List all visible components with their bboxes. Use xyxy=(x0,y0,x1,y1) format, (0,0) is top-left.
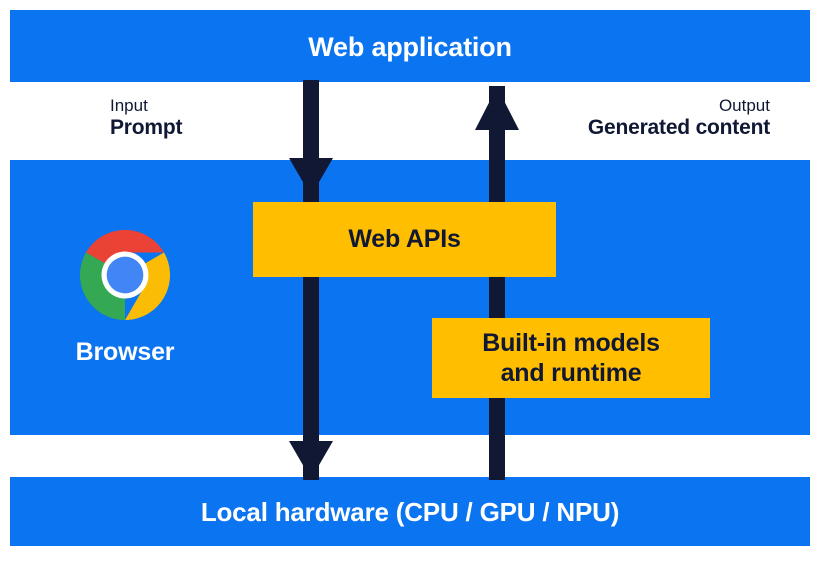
builtin-models-box[interactable]: Built-in models and runtime xyxy=(432,318,710,398)
input-value: Prompt xyxy=(110,116,183,140)
builtin-models-label: Built-in models and runtime xyxy=(482,328,660,389)
browser-group: Browser xyxy=(45,228,205,367)
output-flow-label: Output Generated content xyxy=(588,96,770,141)
web-apis-label: Web APIs xyxy=(348,225,461,254)
web-application-label: Web application xyxy=(308,32,512,62)
builtin-models-line1: Built-in models xyxy=(482,328,660,357)
builtin-models-line2: and runtime xyxy=(500,359,642,387)
output-value: Generated content xyxy=(587,116,770,140)
web-apis-box[interactable]: Web APIs xyxy=(253,202,556,277)
input-flow-label: Input Prompt xyxy=(110,96,183,141)
band-local-hardware: Local hardware (CPU / GPU / NPU) xyxy=(10,477,810,546)
chrome-logo-icon xyxy=(79,229,171,321)
band-web-application: Web application xyxy=(10,10,810,82)
local-hardware-label: Local hardware (CPU / GPU / NPU) xyxy=(200,497,620,527)
output-kicker: Output xyxy=(718,96,770,115)
input-kicker: Input xyxy=(110,96,148,115)
browser-label: Browser xyxy=(75,338,175,366)
